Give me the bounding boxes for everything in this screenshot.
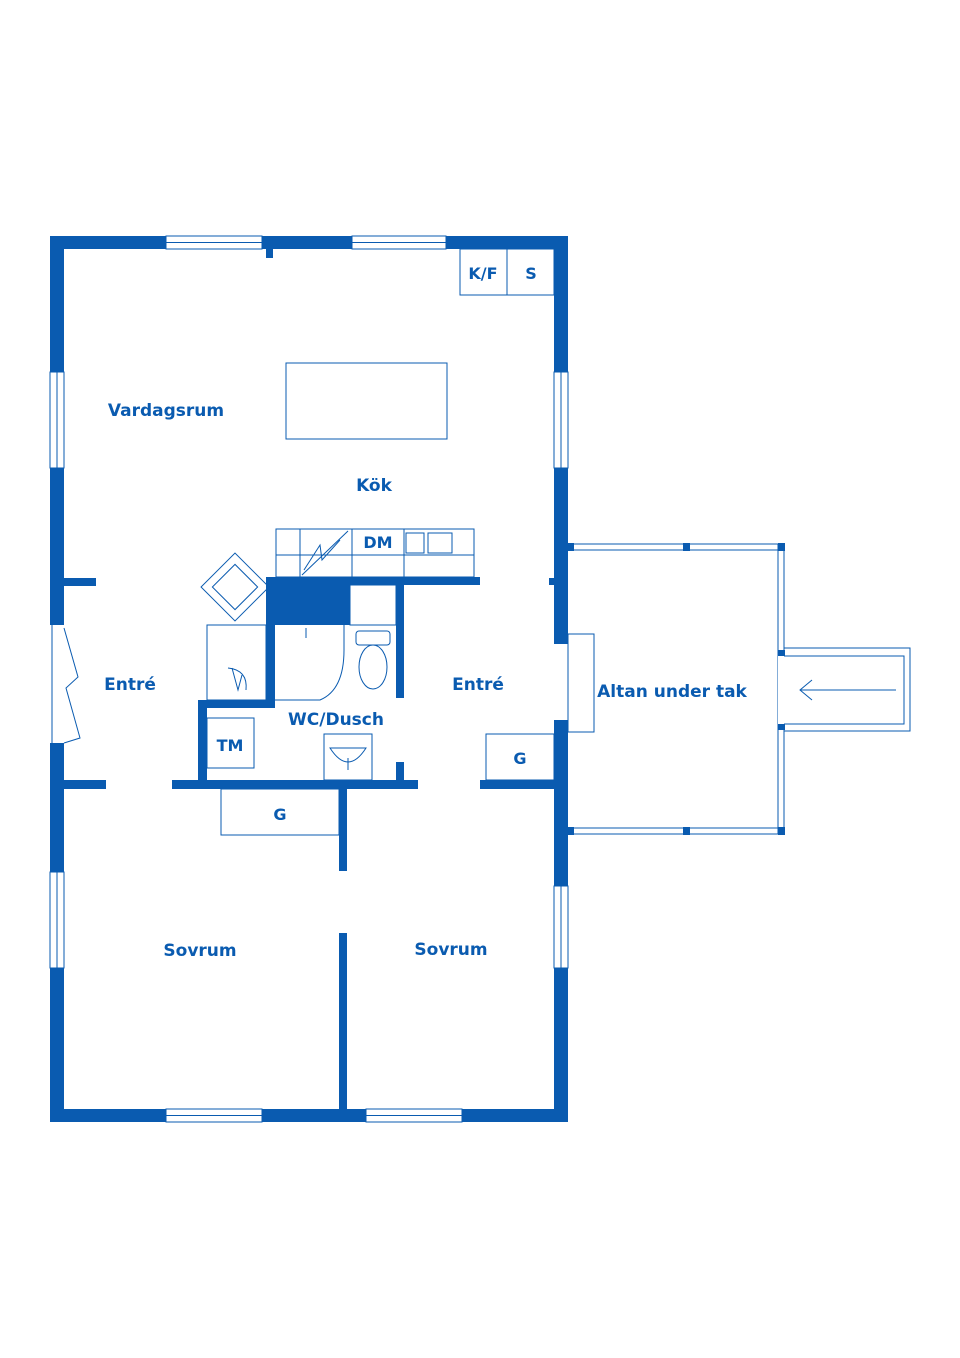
interior-walls (64, 577, 554, 1109)
fixture-label-s: S (525, 264, 537, 283)
room-label-kok: Kök (356, 476, 393, 496)
front-door (50, 625, 81, 744)
room-label-sovrum-left: Sovrum (163, 941, 236, 961)
windows (49, 235, 569, 1123)
room-label-altan: Altan under tak (597, 682, 747, 702)
room-label-wc: WC/Dusch (288, 710, 384, 730)
room-label-sovrum-right: Sovrum (414, 940, 487, 960)
room-label-entre-right: Entré (452, 675, 504, 695)
fixture-label-g-center: G (273, 805, 286, 824)
closets (220, 733, 555, 836)
fixture-label-tm: TM (217, 736, 244, 755)
fixture-label-dm: DM (363, 533, 392, 552)
room-label-vardagsrum: Vardagsrum (108, 401, 224, 421)
fixture-label-g-right: G (513, 749, 526, 768)
room-label-entre-left: Entré (104, 675, 156, 695)
bathroom-fixtures (206, 584, 397, 781)
fixture-label-kf: K/F (468, 264, 497, 283)
altan-terrace (568, 543, 911, 835)
altan-door (554, 633, 595, 733)
kitchen-fixtures (200, 248, 555, 622)
